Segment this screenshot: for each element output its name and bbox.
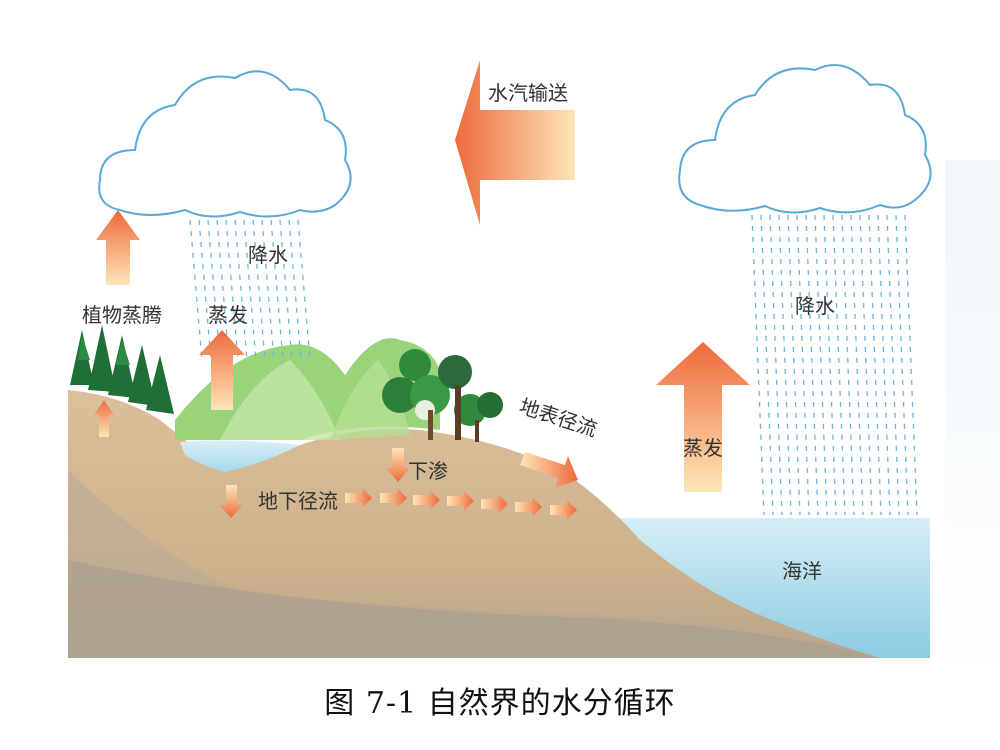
rain-streak [216,219,230,361]
infiltration-arrow [386,448,410,482]
rain-streak [243,219,257,361]
vapor-transport-arrow [455,60,575,225]
lake [180,440,300,472]
groundwater-down-arrow [219,485,243,518]
hill-highlight [220,360,340,440]
figure-caption: 图 7-1 自然界的水分循环 [324,686,676,721]
cloud-right [678,64,932,214]
groundwater-runoff-label: 地下径流 [258,489,338,513]
transpiration-arrow [96,210,140,285]
precipitation-left-label: 降水 [248,243,288,267]
rain-streak [270,219,284,361]
conifer-trees [70,325,174,414]
rain-streak [225,219,239,361]
hill-highlight-2 [330,360,410,440]
sea-evaporation-label: 蒸发 [683,436,723,460]
cloud-left [98,70,352,218]
rain-streak [234,219,248,361]
side-decoration [945,160,1000,680]
rain-left [189,219,311,361]
land-evaporation-label: 蒸发 [208,303,248,327]
transpiration-label: 植物蒸腾 [82,303,162,327]
sea-evaporation-arrow [656,342,750,492]
rain-streak [297,219,311,361]
tree-transpiration-small-arrow [94,400,114,437]
ocean-label: 海洋 [782,559,822,583]
rain-right [751,214,918,516]
surface-runoff-arrow [520,452,578,488]
rain-streak [207,219,221,361]
rain-streak [279,219,293,361]
rain-streak [252,219,266,361]
rain-streak [189,219,203,361]
infiltration-label: 下渗 [408,459,448,483]
surface-runoff-label: 地表径流 [516,394,600,442]
groundwater-runoff-arrows [345,488,577,520]
broadleaf-trees [382,349,503,442]
ocean [610,518,930,658]
vapor-transport-label: 水汽输送 [488,81,568,105]
land-evaporation-arrow [199,330,245,410]
bedrock [68,560,880,658]
rain-streak [261,219,275,361]
precipitation-right-label: 降水 [795,294,835,318]
rain-streak [288,219,302,361]
rain-streak [198,219,212,361]
